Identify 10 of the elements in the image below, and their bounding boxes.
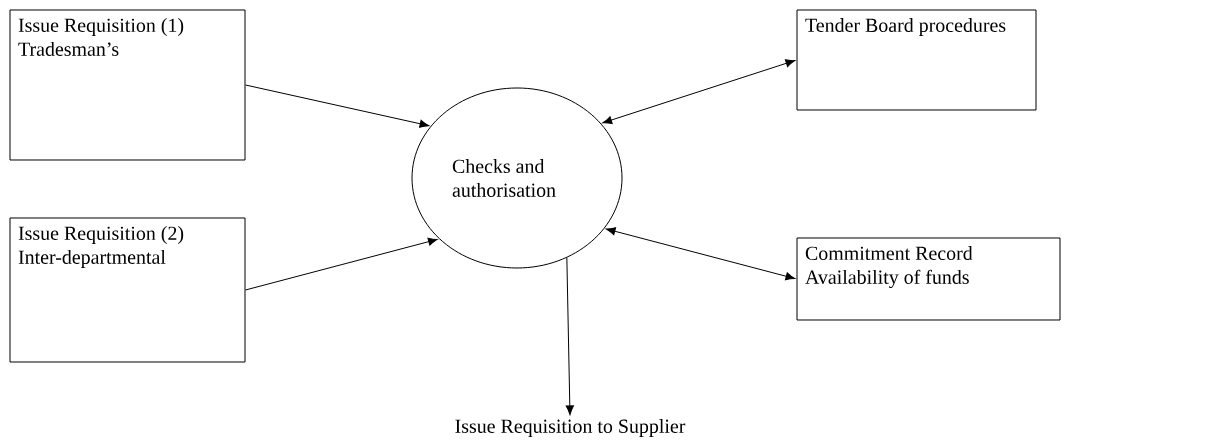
arrow (245, 84, 430, 128)
output-label: Issue Requisition to Supplier (455, 418, 686, 437)
process-box: Tender Board procedures (796, 9, 1037, 111)
arrow (565, 257, 574, 416)
process-box: Issue Requisition (1) Tradesman’s (9, 9, 246, 161)
arrow (602, 59, 796, 125)
arrow (245, 237, 438, 291)
process-box: Commitment Record Availability of funds (796, 237, 1061, 321)
arrow (605, 227, 796, 281)
process-box: Issue Requisition (2) Inter-departmental (9, 217, 246, 363)
